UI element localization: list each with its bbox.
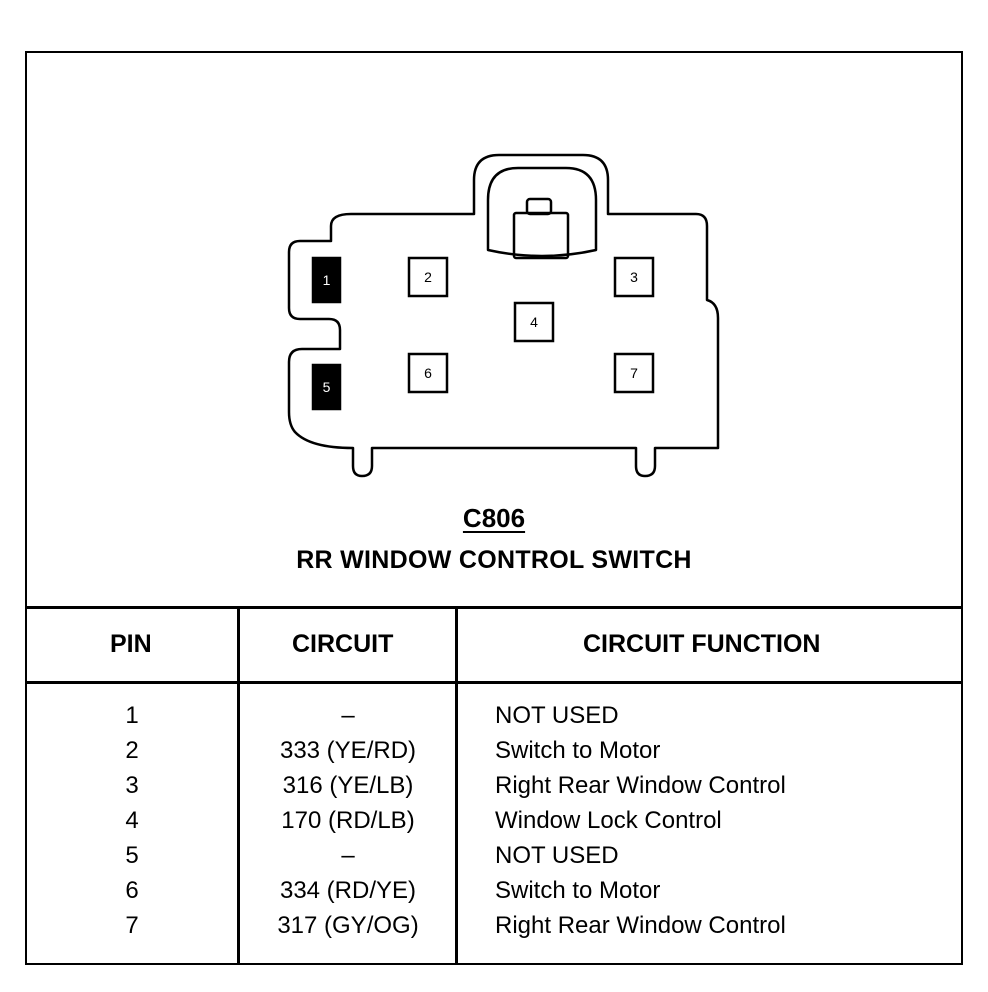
header-pin: PIN xyxy=(110,630,152,658)
pin-label-5: 5 xyxy=(323,379,331,395)
table-header-divider xyxy=(25,681,963,684)
pin-label-2: 2 xyxy=(424,269,432,285)
row-3-circuit: 316 (YE/LB) xyxy=(282,772,414,799)
connector-body-outline xyxy=(287,153,720,478)
row-1-function: NOT USED xyxy=(495,702,619,729)
header-circuit-function: CIRCUIT FUNCTION xyxy=(583,630,821,658)
pin-cavity-3 xyxy=(613,256,655,298)
pin-cavity-5 xyxy=(311,363,342,411)
row-6-pin: 6 xyxy=(125,877,139,904)
table-top-border xyxy=(25,606,963,609)
row-6-function: Switch to Motor xyxy=(495,877,661,904)
connector-face-drawing: 1 2 3 4 5 6 7 xyxy=(287,153,720,478)
diagram-frame xyxy=(25,51,963,965)
table-column-divider-2 xyxy=(455,608,458,965)
pin-cavity-7 xyxy=(613,352,655,394)
table-column-divider-1 xyxy=(237,608,240,965)
row-7-circuit: 317 (GY/OG) xyxy=(277,912,419,939)
pin-label-7: 7 xyxy=(630,365,638,381)
row-4-pin: 4 xyxy=(125,807,139,834)
row-3-function: Right Rear Window Control xyxy=(495,772,786,799)
pin-cavity-4 xyxy=(513,301,555,343)
header-circuit: CIRCUIT xyxy=(292,630,394,658)
connector-id: C806 xyxy=(462,503,526,533)
row-4-function: Window Lock Control xyxy=(495,807,722,834)
row-1-pin: 1 xyxy=(125,702,139,729)
latch-tab xyxy=(512,211,570,260)
pin-label-1: 1 xyxy=(323,272,331,288)
row-5-circuit: – xyxy=(341,842,355,869)
row-4-circuit: 170 (RD/LB) xyxy=(281,807,415,834)
row-5-function: NOT USED xyxy=(495,842,619,869)
row-1-circuit: – xyxy=(341,702,355,729)
latch-tab-top xyxy=(525,197,553,216)
row-6-circuit: 334 (RD/YE) xyxy=(279,877,417,904)
pin-label-3: 3 xyxy=(630,269,638,285)
pin-cavities: 1 2 3 4 5 6 7 xyxy=(311,256,655,411)
row-7-pin: 7 xyxy=(125,912,139,939)
pin-cavity-2 xyxy=(407,256,449,298)
row-2-function: Switch to Motor xyxy=(495,737,661,764)
row-7-function: Right Rear Window Control xyxy=(495,912,786,939)
pin-label-6: 6 xyxy=(424,365,432,381)
pin-cavity-6 xyxy=(407,352,449,394)
pin-cavity-1 xyxy=(311,256,342,304)
pin-label-4: 4 xyxy=(530,314,538,330)
latch-outline xyxy=(486,166,598,258)
connector-name: RR WINDOW CONTROL SWITCH xyxy=(296,546,692,574)
row-2-circuit: 333 (YE/RD) xyxy=(279,737,417,764)
row-5-pin: 5 xyxy=(125,842,139,869)
row-3-pin: 3 xyxy=(125,772,139,799)
row-2-pin: 2 xyxy=(125,737,139,764)
